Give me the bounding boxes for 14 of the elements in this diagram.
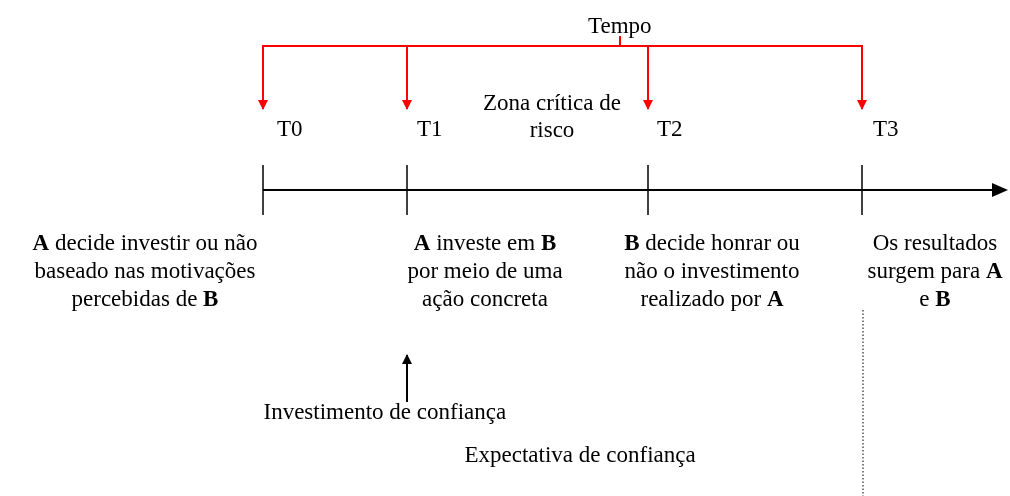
zone-label: Zona crítica de risco [482, 89, 622, 143]
arrow [402, 354, 412, 403]
time-label: Tempo [588, 12, 652, 40]
time-point-label: T2 [657, 115, 683, 143]
event-description: B decide honrar ou não o investimento realizado por A [624, 229, 800, 313]
event-description: Os resultados surgem para A e B [866, 229, 1004, 313]
annotation-text: Expectativa de confiança [464, 441, 696, 469]
event-description: A decide investir ou não baseado nas motivações percebidas de B [31, 229, 259, 313]
time-point-label: T1 [417, 115, 443, 143]
time-point-label: T3 [873, 115, 899, 143]
event-description: A investe em B por meio de uma ação concreta [406, 229, 564, 313]
arrow [619, 35, 867, 110]
annotation-text: Investimento de confiança [263, 398, 507, 426]
time-point-label: T0 [277, 115, 303, 143]
